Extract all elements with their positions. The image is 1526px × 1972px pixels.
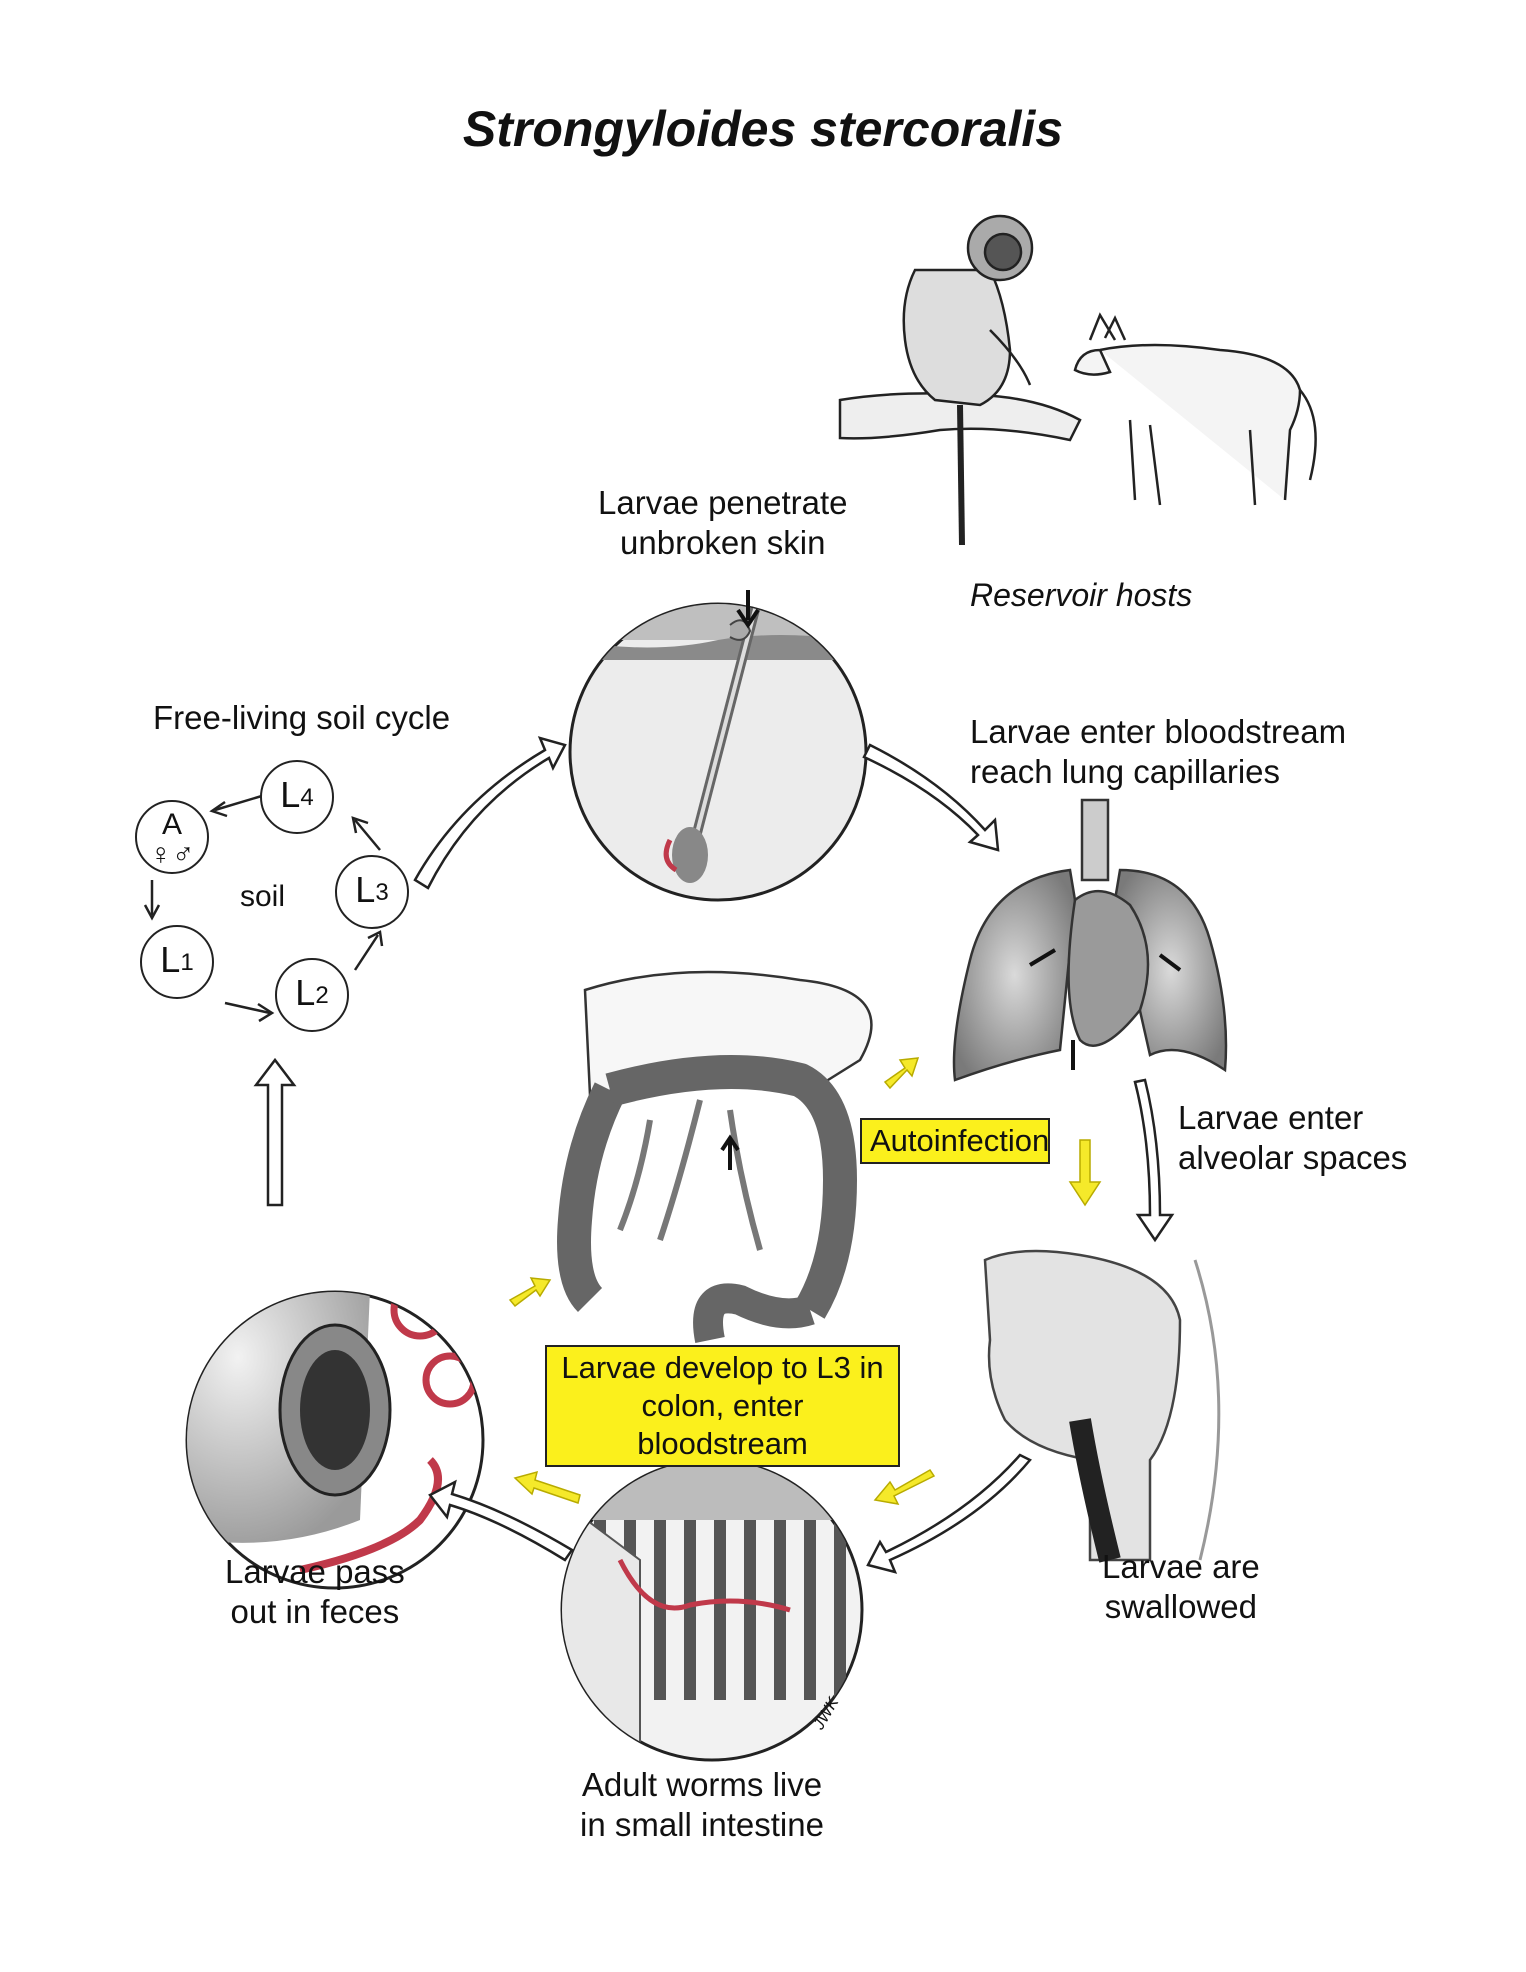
soil-node-l3: L3: [335, 855, 409, 929]
soil-node-adult: A ♀♂: [135, 800, 209, 874]
l3-letter: L: [355, 869, 376, 910]
colon-development-line-1: Larvae develop to L3 in: [561, 1350, 884, 1385]
alveolar-label: Larvae enter alveolar spaces: [1178, 1098, 1407, 1178]
feces-label: Larvae pass out in feces: [225, 1552, 405, 1632]
autoinfection-arrows: [508, 1057, 1102, 1505]
l4-letter: L: [280, 774, 301, 815]
alveolar-line-1: Larvae enter: [1178, 1099, 1364, 1136]
adult-worms-line-1: Adult worms live: [581, 1766, 823, 1803]
reservoir-hosts-label: Reservoir hosts: [970, 577, 1193, 613]
worm-in-follicle: [663, 838, 678, 873]
monkey: [902, 214, 1034, 546]
swallowed-line-2: swallowed: [1104, 1588, 1257, 1625]
swallowed-label: Larvae are swallowed: [1102, 1547, 1260, 1627]
dog: [1073, 312, 1317, 506]
alveolar-line-2: alveolar spaces: [1178, 1139, 1408, 1176]
feces-line-2: out in feces: [230, 1593, 400, 1630]
soil-label: soil: [240, 880, 286, 913]
l1-letter: L: [160, 939, 181, 980]
soil-node-l4: L4: [260, 760, 334, 834]
cycle-arrows: [253, 736, 1175, 1574]
adult-letter: A: [161, 808, 182, 841]
swallowed-line-1: Larvae are: [1102, 1548, 1260, 1585]
colon-development-box: Larvae develop to L3 in colon, enter blo…: [545, 1345, 900, 1467]
yellow-arrow-down: [1068, 1139, 1102, 1207]
l3-subscript: 3: [375, 879, 389, 906]
skin-penetration-illustration: [568, 590, 868, 902]
feces-line-1: Larvae pass: [225, 1553, 405, 1590]
l2-subscript: 2: [315, 982, 329, 1009]
bloodstream-label: Larvae enter bloodstream reach lung capi…: [970, 712, 1346, 792]
yellow-arrow-from-throat: [873, 1469, 936, 1505]
adult-worms-line-2: in small intestine: [580, 1806, 824, 1843]
soil-cycle-label: Free-living soil cycle: [153, 699, 451, 736]
sex-symbols: ♀♂: [149, 838, 195, 871]
throat-illustration: [983, 1249, 1221, 1563]
bloodstream-line-2: reach lung capillaries: [970, 753, 1281, 790]
yellow-arrow-to-colon: [508, 1277, 552, 1308]
skin-penetration-line-2: unbroken skin: [620, 524, 826, 561]
l1-subscript: 1: [180, 949, 194, 976]
feces-illustration: [185, 1290, 485, 1590]
bloodstream-line-1: Larvae enter bloodstream: [970, 713, 1347, 750]
larva-worm: [299, 1457, 442, 1574]
colon-illustration: [557, 970, 873, 1343]
small-intestine-illustration: [560, 1458, 864, 1762]
soil-node-l2: L2: [275, 958, 349, 1032]
l4-subscript: 4: [300, 784, 314, 811]
soil-cycle-arrows: [143, 793, 384, 1023]
yellow-arrow-to-feces: [513, 1470, 581, 1504]
l2-letter: L: [295, 972, 316, 1013]
skin-penetration-label: Larvae penetrate unbroken skin: [598, 483, 848, 563]
lungs-illustration: [952, 798, 1228, 1082]
skin-penetration-line-1: Larvae penetrate: [598, 484, 848, 521]
colon-development-line-2: colon, enter bloodstream: [637, 1388, 808, 1461]
adult-worm: [617, 1558, 791, 1613]
adult-worms-label: Adult worms live in small intestine: [580, 1765, 824, 1845]
autoinfection-box: Autoinfection: [860, 1118, 1050, 1164]
soil-node-l1: L1: [140, 925, 214, 999]
reservoir-hosts-illustration: [838, 214, 1317, 546]
diagram-title: Strongyloides stercoralis: [462, 101, 1064, 157]
yellow-arrow-to-lungs: [883, 1057, 920, 1090]
